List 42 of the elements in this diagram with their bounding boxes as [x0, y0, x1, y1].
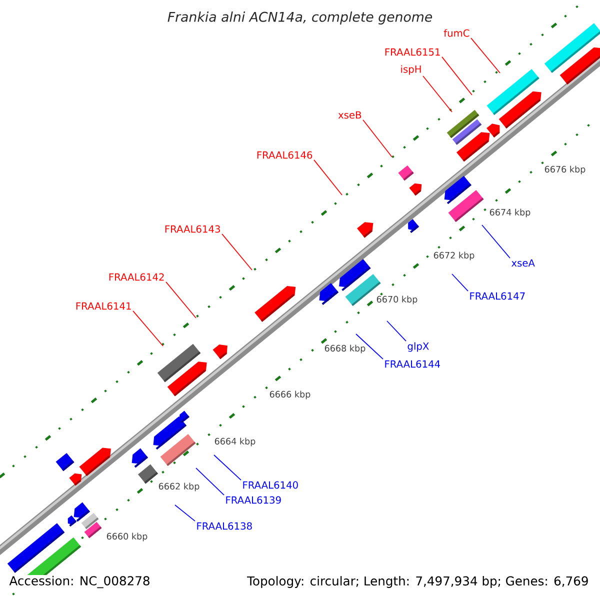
- tick-label: 6668 kbp: [324, 344, 366, 354]
- leader-line: [422, 76, 452, 112]
- leader-line: [442, 56, 472, 96]
- tick-label: 6666 kbp: [270, 390, 310, 400]
- gene-label: xseB: [338, 111, 362, 119]
- tick-label: 6672 kbp: [434, 252, 474, 260]
- tick-label: 6664 kbp: [214, 438, 256, 446]
- footer-text: Accession: NC_008278: [8, 575, 152, 589]
- tick-label: 6670 kbp: [376, 296, 418, 304]
- title: Frankia alni ACN14a, complete genome: [168, 12, 432, 24]
- leader-line: [174, 504, 196, 522]
- leader-line: [386, 320, 406, 342]
- tick-label: 6662 kbp: [158, 482, 200, 492]
- leader-line: [214, 454, 242, 480]
- leader-line: [222, 234, 252, 270]
- gene-label: FRAAL6144: [385, 360, 440, 368]
- leader-line: [166, 282, 196, 318]
- leader-line: [196, 468, 224, 496]
- gene-label: FRAAL6139: [226, 496, 281, 504]
- gene-label: FRAAL6141: [76, 302, 131, 310]
- gene-label: FRAAL6143: [165, 225, 220, 233]
- leader-line: [314, 160, 342, 196]
- leader-line: [470, 38, 500, 74]
- footer-text: Topology: circular; Length: 7,497,934 bp; Genes: 6,769: [246, 575, 590, 589]
- gene-label: FRAAL6142: [109, 273, 164, 281]
- gene-label: FRAAL6147: [470, 292, 525, 300]
- tick-label: 6660 kbp: [106, 532, 148, 542]
- leader-line: [132, 310, 164, 346]
- gene-label: FRAAL6138: [197, 522, 252, 530]
- tick-label: 6676 kbp: [544, 166, 586, 174]
- gene-label: FRAAL6146: [257, 151, 312, 159]
- leader-line: [356, 334, 384, 360]
- gene-label: FRAAL6140: [243, 481, 298, 489]
- gene-label: xseA: [512, 259, 535, 267]
- gene-label: fumC: [444, 29, 470, 37]
- leader-line: [362, 119, 392, 158]
- leader-line: [452, 274, 468, 292]
- gene-label: FRAAL6151: [385, 48, 440, 56]
- gene-label: ispH: [401, 65, 421, 75]
- leader-line: [482, 224, 510, 259]
- tick-label: 6674 kbp: [490, 208, 530, 218]
- gene-label: glpX: [408, 342, 429, 352]
